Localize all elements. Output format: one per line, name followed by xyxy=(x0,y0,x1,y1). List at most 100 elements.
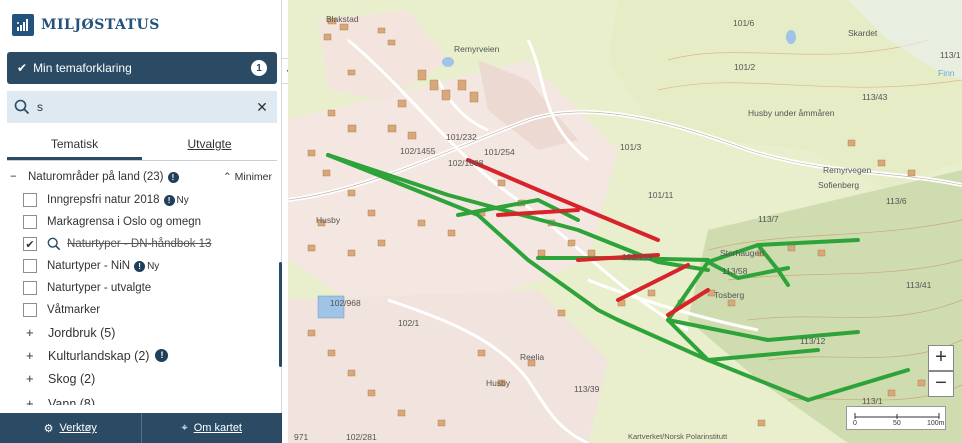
sidebar: MILJØSTATUS ✔ Min temaforklaring 1 ✕ Tem… xyxy=(0,0,282,443)
info-icon[interactable]: ! xyxy=(163,194,175,206)
scale-tick: 100m xyxy=(927,420,945,427)
category-jordbruk[interactable]: + Jordbruk (5) xyxy=(0,321,282,344)
parcel-label: 113/41 xyxy=(906,280,932,290)
tab-utvalgte[interactable]: Utvalgte xyxy=(187,137,232,151)
about-label: Om kartet xyxy=(193,422,242,434)
zoom-in-button[interactable]: + xyxy=(928,345,954,371)
parcel-label: 101/3 xyxy=(620,142,642,152)
parcel-label: 113/39 xyxy=(574,384,600,394)
layer-checkbox[interactable] xyxy=(23,281,37,295)
category-label: Vann (8) xyxy=(48,396,96,406)
minimize-label: Minimer xyxy=(234,171,272,183)
layer-item-naturtyper-dn[interactable]: ✔ Naturtyper - DN-håndbok 13 xyxy=(0,233,282,255)
parcel-label: 113/7 xyxy=(758,214,779,224)
layer-label: Markagrensa i Oslo og omegn xyxy=(47,216,202,228)
map-label: Husby xyxy=(486,378,511,388)
layer-label: Inngrepsfri natur 2018 xyxy=(47,194,160,206)
scale-tick: 0 xyxy=(853,420,857,427)
map-base xyxy=(288,0,962,443)
parcel-label: 102/1 xyxy=(398,318,420,328)
parcel-label: 113/12 xyxy=(800,336,826,346)
new-badge: Ny xyxy=(176,194,189,206)
layer-item-naturtyper-nin[interactable]: Naturtyper - NiN ! Ny xyxy=(0,255,282,277)
about-map-button[interactable]: ⌖ Om kartet xyxy=(142,413,283,443)
parcel-label: 101/11 xyxy=(648,190,674,200)
expand-plus-icon: + xyxy=(26,325,34,340)
map-canvas[interactable]: Blakstad Remyrveien Skardet Husby under … xyxy=(288,0,962,443)
expand-plus-icon: + xyxy=(26,396,34,405)
bottom-toolbar: ⚙ Verktøy ⌖ Om kartet xyxy=(0,413,282,443)
chevron-up-icon: ⌃ xyxy=(222,171,232,183)
scale-ruler xyxy=(854,413,940,419)
map-label: Blakstad xyxy=(326,14,359,24)
theme-count-badge: 1 xyxy=(251,60,267,76)
map-label: Remyrveien xyxy=(454,44,500,54)
theme-legend-button[interactable]: ✔ Min temaforklaring 1 xyxy=(7,52,277,84)
expand-plus-icon: + xyxy=(26,348,34,363)
layer-item-naturtyper-utvalgte[interactable]: Naturtyper - utvalgte xyxy=(0,277,282,299)
parcel-label: 102/1455 xyxy=(400,146,436,156)
parcel-label: 113/1 xyxy=(862,396,883,406)
layer-checkbox[interactable] xyxy=(23,215,37,229)
check-icon: ✔ xyxy=(17,61,28,75)
search-icon xyxy=(47,237,61,251)
collapse-dash-icon: − xyxy=(10,171,17,183)
new-badge: Ny xyxy=(147,260,160,272)
layer-label: Naturtyper - utvalgte xyxy=(47,282,152,294)
tools-button[interactable]: ⚙ Verktøy xyxy=(0,413,141,443)
sidebar-scrollbar[interactable] xyxy=(279,262,282,367)
info-icon[interactable]: ! xyxy=(134,260,146,272)
parcel-label: 102/281 xyxy=(346,432,377,442)
parcel-label: 101/2 xyxy=(734,62,756,72)
brand-name: MILJØSTATUS xyxy=(41,17,160,33)
category-kulturlandskap[interactable]: + Kulturlandskap (2) ! xyxy=(0,344,282,367)
divider xyxy=(140,413,142,443)
map-label: Husby under åmmåren xyxy=(748,108,835,118)
map-label: Reelia xyxy=(520,352,545,362)
group-naturomrader[interactable]: − Naturområder på land (23) ! ⌃ Minimer xyxy=(0,165,282,189)
layer-checkbox[interactable] xyxy=(23,303,37,317)
map-label: Husby xyxy=(316,215,341,225)
brand-logo[interactable]: MILJØSTATUS xyxy=(0,0,281,50)
theme-tabs: Tematisk Utvalgte xyxy=(7,131,277,161)
search-icon xyxy=(7,99,37,115)
layer-checkbox[interactable] xyxy=(23,259,37,273)
layer-item-markagrensa[interactable]: Markagrensa i Oslo og omegn xyxy=(0,211,282,233)
map-label: Skardet xyxy=(848,28,878,38)
map-label: Storhaugen xyxy=(720,248,764,258)
scale-bar: 0 50 100m xyxy=(846,406,946,430)
zoom-out-button[interactable]: − xyxy=(928,371,954,397)
parcel-label: 113/6 xyxy=(886,196,907,206)
clear-search-icon[interactable]: ✕ xyxy=(256,98,268,115)
parcel-label: 101/254 xyxy=(484,147,515,157)
parcel-label: 102/1008 xyxy=(448,158,484,168)
layer-checkbox[interactable] xyxy=(23,193,37,207)
info-icon[interactable]: ! xyxy=(155,349,169,362)
category-vann[interactable]: + Vann (8) xyxy=(0,392,282,405)
layer-list: − Naturområder på land (23) ! ⌃ Minimer … xyxy=(0,165,282,405)
info-icon[interactable]: ! xyxy=(167,171,179,183)
map-label: Remyrvegen xyxy=(823,165,872,175)
category-label: Jordbruk (5) xyxy=(48,325,116,340)
category-skog[interactable]: + Skog (2) xyxy=(0,367,282,390)
group-label: Naturområder på land (23) xyxy=(28,171,164,183)
parcel-label: 101/159 xyxy=(622,252,653,262)
layer-item-inngrepsfri[interactable]: Inngrepsfri natur 2018 ! Ny xyxy=(0,189,282,211)
map-label: Tosberg xyxy=(714,290,745,300)
parcel-label: 101/232 xyxy=(446,132,477,142)
miljostatus-logo-icon xyxy=(12,14,34,36)
search-bar: ✕ xyxy=(7,91,277,123)
layer-item-vatmarker[interactable]: Våtmarker xyxy=(0,299,282,321)
map-attribution: Kartverket/Norsk Polarinstitutt xyxy=(628,432,728,441)
category-label: Kulturlandskap (2) xyxy=(48,348,150,363)
tab-tematisk[interactable]: Tematisk xyxy=(7,131,142,160)
search-input[interactable] xyxy=(37,100,247,114)
layer-label: Naturtyper - DN-håndbok 13 xyxy=(67,238,212,250)
map-label: Finn xyxy=(938,68,955,78)
minimize-button[interactable]: ⌃ Minimer xyxy=(223,171,272,183)
layer-checkbox-checked[interactable]: ✔ xyxy=(23,237,37,251)
expand-plus-icon: + xyxy=(26,371,34,386)
parcel-label: 113/1 xyxy=(940,50,961,60)
theme-legend-label: Min temaforklaring xyxy=(33,61,132,75)
